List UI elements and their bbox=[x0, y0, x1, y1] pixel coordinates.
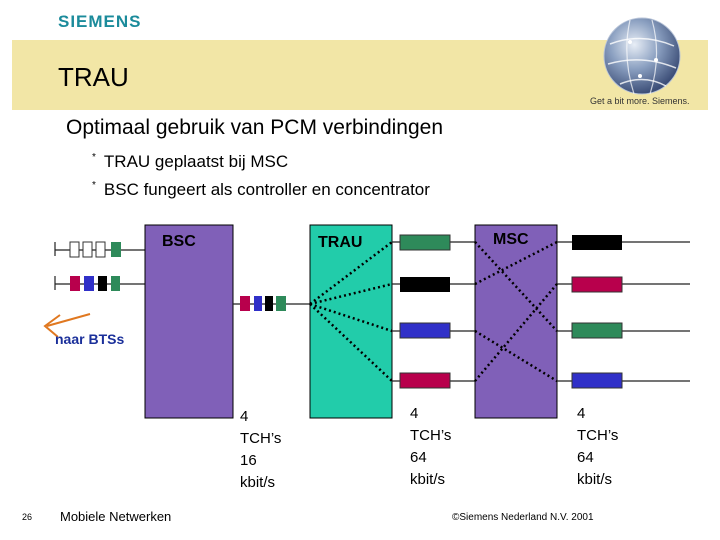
rate-line: TCH’s bbox=[577, 427, 619, 444]
tagline: Get a bit more. Siemens. bbox=[590, 96, 690, 106]
bsc-block bbox=[144, 224, 234, 419]
trau-msc-slots bbox=[399, 234, 451, 389]
bullet-text: BSC fungeert als controller en concentra… bbox=[103, 180, 430, 199]
trau-block bbox=[309, 224, 393, 419]
rate-label-bsc-trau: 4 TCH’s 16 kbit/s bbox=[240, 406, 281, 494]
rate-line: kbit/s bbox=[577, 471, 613, 488]
bullet-text: TRAU geplaatst bij MSC bbox=[103, 152, 289, 171]
bts-slots-1 bbox=[69, 241, 121, 258]
trau-fan-lines bbox=[309, 241, 393, 382]
page-title: TRAU bbox=[58, 62, 129, 92]
bullet-item: * TRAU geplaatst bij MSC bbox=[92, 152, 288, 172]
trau-label: TRAU bbox=[318, 234, 362, 251]
msc-block bbox=[474, 224, 558, 419]
course-name: Mobiele Netwerken bbox=[60, 509, 172, 524]
bts-label: naar BTSs bbox=[55, 331, 124, 347]
rate-line: kbit/s bbox=[410, 471, 446, 488]
bullet-marker: * bbox=[92, 152, 96, 163]
rate-label-trau-msc: 4 TCH’s 64 kbit/s bbox=[410, 403, 451, 491]
rate-line: 4 bbox=[577, 405, 586, 422]
rate-line: TCH’s bbox=[240, 430, 282, 447]
rate-line: TCH’s bbox=[410, 427, 452, 444]
rate-line: 64 bbox=[577, 449, 594, 466]
bullet-marker: * bbox=[92, 180, 96, 191]
msc-label: MSC bbox=[493, 231, 529, 248]
siemens-logo: SIEMENS bbox=[58, 12, 142, 31]
page-number: 26 bbox=[22, 512, 33, 522]
rate-line: 64 bbox=[410, 449, 427, 466]
copyright: ©Siemens Nederland N.V. 2001 bbox=[452, 512, 594, 523]
bsc-label: BSC bbox=[162, 233, 196, 250]
globe-icon bbox=[603, 17, 681, 95]
rate-label-msc-out: 4 TCH’s 64 kbit/s bbox=[577, 403, 618, 491]
rate-line: kbit/s bbox=[240, 474, 276, 491]
bts-arrow bbox=[43, 313, 91, 338]
rate-line: 4 bbox=[410, 405, 419, 422]
bts-slots-2 bbox=[70, 276, 120, 291]
slide-heading: Optimaal gebruik van PCM verbindingen bbox=[66, 116, 444, 139]
title-bar bbox=[12, 40, 708, 110]
bsc-trau-slots bbox=[240, 296, 286, 311]
msc-out-slots bbox=[571, 235, 623, 389]
rate-line: 16 bbox=[240, 452, 257, 469]
msc-switch-lines bbox=[474, 240, 558, 383]
rate-line: 4 bbox=[240, 408, 249, 425]
bullet-item: * BSC fungeert als controller en concentr… bbox=[92, 180, 430, 200]
